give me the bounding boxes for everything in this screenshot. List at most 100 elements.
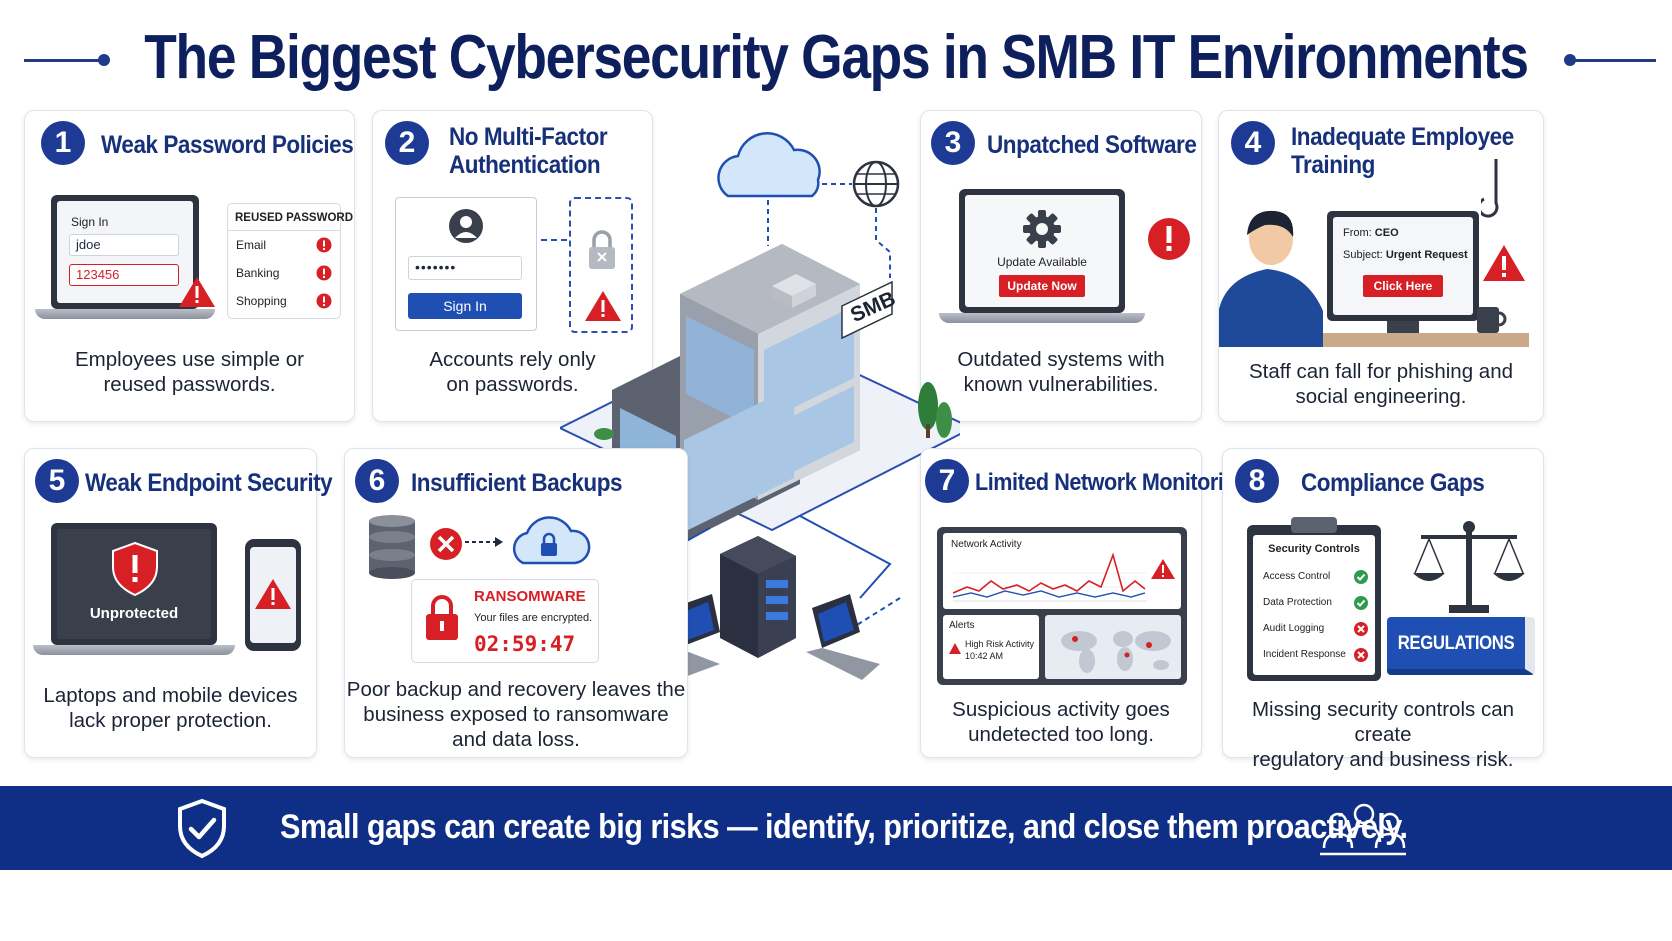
gap-card-3: 3 Unpatched Software Update Available Up… — [920, 110, 1202, 422]
title-line: Authentication — [449, 151, 601, 179]
gap-description-4: Staff can fall for phishing and social e… — [1219, 359, 1543, 409]
gap-number-2: 2 — [385, 121, 429, 165]
shield-check-icon — [178, 798, 226, 859]
reused-item: Shopping — [236, 294, 287, 308]
desc-line: lack proper protection. — [69, 709, 272, 732]
laptop-base — [33, 645, 235, 655]
mug-icon — [1477, 307, 1507, 333]
lock-icon — [426, 595, 458, 640]
ransomware-text: Your files are encrypted. — [474, 612, 593, 624]
gap-description-6: Poor backup and recovery leaves the busi… — [345, 677, 687, 752]
desc-line: regulatory and business risk. — [1252, 748, 1514, 771]
gap-description-1: Employees use simple or reused passwords… — [25, 347, 354, 397]
missing-mfa-slot — [569, 197, 633, 333]
gap-description-2: Accounts rely only on passwords. — [373, 347, 652, 397]
network-activity-panel: Network Activity — [943, 533, 1181, 609]
warning-icon — [585, 291, 621, 321]
cloud-lock-icon — [512, 516, 591, 565]
from-value: CEO — [1374, 227, 1399, 239]
status-icons — [1354, 570, 1368, 662]
alert-icon — [316, 237, 332, 309]
unprotected-screen: Unprotected — [57, 529, 211, 639]
error-icon — [430, 528, 462, 560]
reused-header: REUSED PASSWORD — [235, 212, 353, 224]
checklist-item: Access Control — [1263, 571, 1331, 582]
reused-item: Email — [236, 238, 267, 252]
gear-icon — [1023, 210, 1061, 248]
security-checklist: Security Controls Access Control Data Pr… — [1253, 535, 1375, 675]
footer-space — [0, 870, 1672, 941]
gap-number-7: 7 — [925, 459, 969, 503]
gap-description-8: Missing security controls can create reg… — [1223, 697, 1543, 772]
reused-password-panel: REUSED PASSWORD Email Banking Shopping — [227, 203, 353, 319]
update-now-button: Update Now — [999, 275, 1085, 297]
server-icon — [720, 536, 796, 658]
gap-card-5: 5 Weak Endpoint Security Unprotected Lap… — [24, 448, 333, 758]
title-dot-left — [98, 54, 110, 66]
gap-title-6: Insufficient Backups — [411, 469, 623, 497]
ransomware-alert: RANSOMWARE Your files are encrypted. 02:… — [411, 579, 599, 663]
arrow-icon — [465, 537, 503, 547]
title-line: Inadequate Employee — [1291, 123, 1514, 151]
desc-line: Staff can fall for phishing and — [1248, 360, 1514, 383]
warning-icon — [179, 277, 215, 307]
login-box: ••••••• Sign In — [395, 197, 537, 331]
gap-description-7: Suspicious activity goes undetected too … — [921, 697, 1201, 747]
gap-number-5: 5 — [35, 459, 79, 503]
desc-line: undetected too long. — [968, 723, 1154, 746]
unprotected-label: Unprotected — [89, 605, 179, 622]
desc-line: reused passwords. — [103, 373, 276, 396]
page-title: The Biggest Cybersecurity Gaps in SMB IT… — [144, 23, 1529, 92]
phishing-scene: From: CEO Subject: Urgent Request Click … — [1219, 199, 1529, 347]
gap-title-8: Compliance Gaps — [1301, 469, 1485, 497]
gap-number-8: 8 — [1235, 459, 1279, 503]
desc-line: Laptops and mobile devices — [43, 684, 298, 707]
desc-line: social engineering. — [1295, 385, 1467, 408]
update-available-text: Update Available — [997, 255, 1087, 269]
employee-figure — [1219, 210, 1323, 347]
title-dot-right — [1564, 54, 1576, 66]
checklist-title: Security Controls — [1268, 543, 1360, 555]
clipboard: Security Controls Access Control Data Pr… — [1247, 517, 1381, 681]
database-icon — [369, 515, 415, 579]
password-masked-field: ••••••• — [408, 256, 522, 280]
update-screen: Update Available Update Now — [965, 195, 1119, 307]
lock-icon — [589, 230, 615, 269]
activity-chart — [952, 552, 1175, 602]
gap-title-1: Weak Password Policies — [101, 131, 354, 159]
phishing-email: From: CEO Subject: Urgent Request Click … — [1333, 217, 1473, 315]
checklist-item: Data Protection — [1263, 597, 1332, 608]
desc-line: Accounts rely only — [429, 348, 596, 371]
laptop-icon — [806, 594, 880, 680]
laptop-base — [939, 313, 1145, 323]
gap-number-1: 1 — [41, 121, 85, 165]
warning-icon — [1483, 245, 1525, 281]
gap-title-5: Weak Endpoint Security — [85, 469, 333, 497]
title-rule-right — [1574, 59, 1656, 62]
gap-card-4: 4 Inadequate Employee Training From: CEO… — [1218, 110, 1544, 422]
alert-icon — [1148, 218, 1190, 260]
gap-title-7: Limited Network Monitoring — [975, 469, 1249, 496]
alerts-panel: Alerts High Risk Activity 10:42 AM — [943, 615, 1039, 679]
warning-icon — [255, 579, 291, 609]
alert-item: High Risk Activity — [965, 639, 1035, 649]
gap-title-3: Unpatched Software — [987, 131, 1197, 159]
desc-line: business exposed to ransomware — [363, 703, 669, 726]
sign-in-button: Sign In — [408, 293, 522, 319]
ransomware-title: RANSOMWARE — [474, 588, 586, 605]
desc-line: Poor backup and recovery leaves the — [346, 678, 686, 701]
gap-number-6: 6 — [355, 459, 399, 503]
smb-network-illustration — [560, 132, 960, 680]
username-field: jdoe — [69, 234, 179, 256]
hook-icon — [1481, 159, 1499, 218]
title-rule-left — [24, 59, 106, 62]
signin-label: Sign In — [71, 215, 109, 229]
desc-line: Missing security controls can create — [1251, 698, 1515, 746]
monitoring-dashboard: Network Activity Alerts High Risk Activi… — [937, 527, 1187, 685]
globe-icon — [852, 160, 900, 208]
subject-label: Subject: — [1343, 249, 1383, 261]
threat-map-panel — [1045, 615, 1181, 679]
dashed-connector — [541, 239, 567, 241]
gap-card-1: 1 Weak Password Policies Sign In jdoe 12… — [24, 110, 355, 422]
checklist-item: Incident Response — [1263, 649, 1346, 660]
